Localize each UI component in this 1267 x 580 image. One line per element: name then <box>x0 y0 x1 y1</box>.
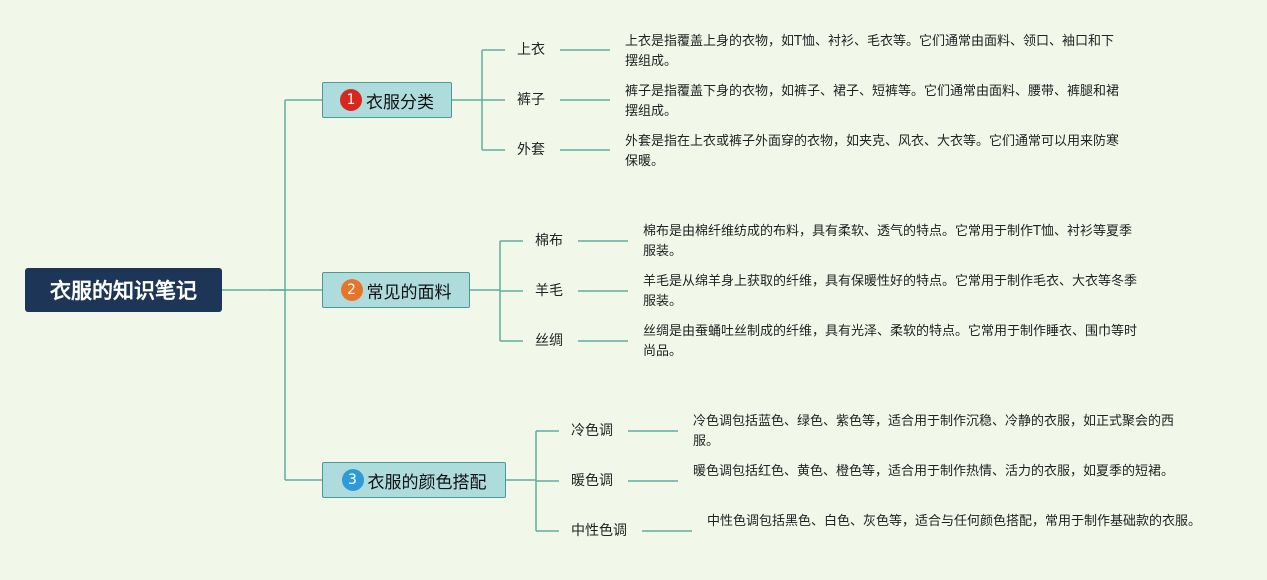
branch-label: 衣服分类 <box>366 92 434 113</box>
leaf-node-tops[interactable]: 上衣 <box>517 42 545 58</box>
branch-node-color-matching[interactable]: 3 衣服的颜色搭配 <box>322 462 506 498</box>
leaf-desc-silk: 丝绸是由蚕蛹吐丝制成的纤维，具有光泽、柔软的特点。它常用于制作睡衣、围巾等时尚品… <box>643 324 1138 359</box>
leaf-node-cotton[interactable]: 棉布 <box>535 233 563 249</box>
leaf-node-pants[interactable]: 裤子 <box>517 92 545 108</box>
number-badge-3: 3 <box>341 469 364 491</box>
branch-node-fabrics[interactable]: 2 常见的面料 <box>322 272 470 308</box>
leaf-desc-cotton: 棉布是由棉纤维纺成的布料，具有柔软、透气的特点。它常用于制作T恤、衬衫等夏季服装… <box>643 224 1132 259</box>
leaf-node-warm-tones[interactable]: 暖色调 <box>571 473 613 489</box>
leaf-node-neutral-tones[interactable]: 中性色调 <box>571 523 627 539</box>
branch-label: 衣服的颜色搭配 <box>367 472 487 493</box>
leaf-desc-coats: 外套是指在上衣或裤子外面穿的衣物，如夹克、风衣、大衣等。它们通常可以用来防寒保暖… <box>625 134 1120 169</box>
leaf-desc-warm-tones: 暖色调包括红色、黄色、橙色等，适合用于制作热情、活力的衣服，如夏季的短裙。 <box>693 464 1175 479</box>
leaf-desc-neutral-tones: 中性色调包括黑色、白色、灰色等，适合与任何颜色搭配，常用于制作基础款的衣服。 <box>707 514 1202 529</box>
leaf-desc-tops: 上衣是指覆盖上身的衣物，如T恤、衬衫、毛衣等。它们通常由面料、领口、袖口和下摆组… <box>625 34 1114 69</box>
leaf-node-coats[interactable]: 外套 <box>517 142 545 158</box>
leaf-node-wool[interactable]: 羊毛 <box>535 283 563 299</box>
leaf-desc-wool: 羊毛是从绵羊身上获取的纤维，具有保暖性好的特点。它常用于制作毛衣、大衣等冬季服装… <box>643 274 1138 309</box>
leaf-desc-cool-tones: 冷色调包括蓝色、绿色、紫色等，适合用于制作沉稳、冷静的衣服，如正式聚会的西服。 <box>693 414 1175 449</box>
number-badge-1: 1 <box>340 89 362 111</box>
number-badge-2: 2 <box>340 279 363 301</box>
branch-node-clothing-types[interactable]: 1 衣服分类 <box>322 82 452 118</box>
branch-label: 常见的面料 <box>366 282 452 303</box>
root-title: 衣服的知识笔记 <box>50 279 197 303</box>
leaf-node-cool-tones[interactable]: 冷色调 <box>571 423 613 439</box>
leaf-node-silk[interactable]: 丝绸 <box>535 333 563 349</box>
root-node[interactable]: 衣服的知识笔记 <box>25 268 222 312</box>
leaf-desc-pants: 裤子是指覆盖下身的衣物，如裤子、裙子、短裤等。它们通常由面料、腰带、裤腿和裙摆组… <box>625 84 1120 119</box>
